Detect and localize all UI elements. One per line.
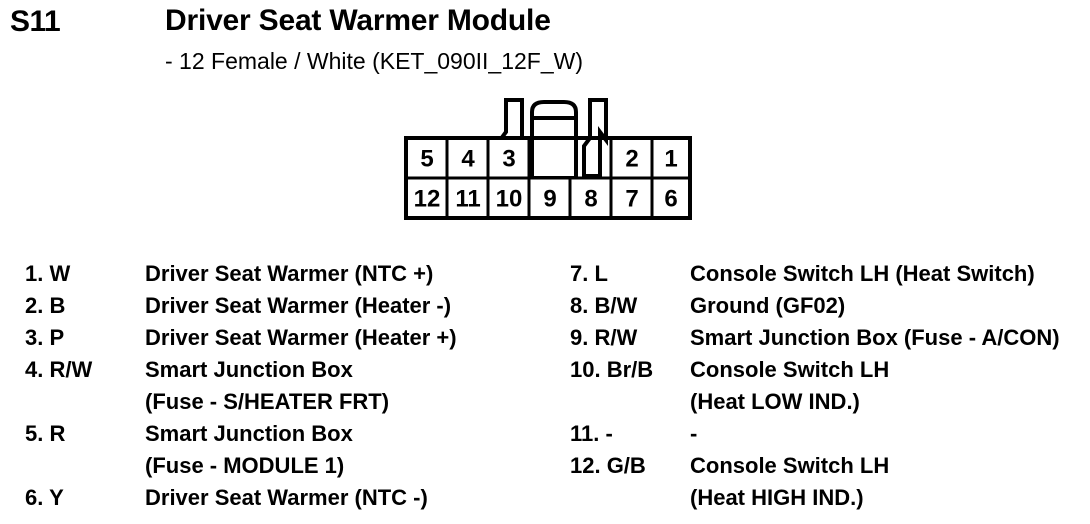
pin-cell-3-label: 3 — [502, 145, 515, 172]
pin-cell-12-label: 12 — [414, 185, 441, 212]
pin-10-desc: Console Switch LH — [690, 357, 890, 382]
pin-row-3: 3. P Driver Seat Warmer (Heater +) — [0, 322, 550, 354]
pin-2-id: 2. B — [25, 293, 66, 318]
pin-row-4-cont: (Fuse - S/HEATER FRT) — [0, 386, 550, 418]
pin-cell-11-label: 11 — [455, 185, 480, 212]
pin-7-desc: Console Switch LH (Heat Switch) — [690, 261, 1035, 286]
pin-4-desc: Smart Junction Box — [145, 357, 353, 382]
connector-pinout-diagram: 5 4 3 2 1 12 11 10 9 8 7 6 — [404, 98, 692, 220]
pin-row-12: 12. G/B Console Switch LH — [550, 450, 1090, 482]
pin-cell-4-label: 4 — [461, 145, 475, 172]
pin-5-desc-line2: (Fuse - MODULE 1) — [145, 453, 345, 478]
pin-row-2: 2. B Driver Seat Warmer (Heater -) — [0, 290, 550, 322]
pin-12-id: 12. G/B — [570, 453, 646, 478]
pin-5-id: 5. R — [25, 421, 66, 446]
pin-list-right: 7. L Console Switch LH (Heat Switch) 8. … — [550, 258, 1090, 514]
pin-cell-5-label: 5 — [420, 145, 433, 172]
pin-row-7: 7. L Console Switch LH (Heat Switch) — [550, 258, 1090, 290]
pin-row-5-cont: (Fuse - MODULE 1) — [0, 450, 550, 482]
pin-3-id: 3. P — [25, 325, 65, 350]
pin-cell-8 — [568, 176, 613, 220]
connector-svg: 5 4 3 2 1 12 11 10 9 8 7 6 — [404, 98, 692, 220]
pin-cell-6 — [650, 176, 692, 220]
pin-9-id: 9. R/W — [570, 325, 638, 350]
pin-row-5: 5. R Smart Junction Box — [0, 418, 550, 450]
page-title: Driver Seat Warmer Module — [165, 4, 551, 37]
pin-4-id: 4. R/W — [25, 357, 93, 382]
pin-2-desc: Driver Seat Warmer (Heater -) — [145, 293, 452, 318]
pin-10-id: 10. Br/B — [570, 357, 654, 382]
pin-cell-10-label: 10 — [496, 185, 523, 212]
pin-row-10-cont: (Heat LOW IND.) — [550, 386, 1090, 418]
latch-body-icon — [530, 116, 578, 180]
pin-8-id: 8. B/W — [570, 293, 638, 318]
pin-8-desc: Ground (GF02) — [690, 293, 846, 318]
pin-1-desc: Driver Seat Warmer (NTC +) — [145, 261, 434, 286]
pin-row-4: 4. R/W Smart Junction Box — [0, 354, 550, 386]
pin-list-left: 1. W Driver Seat Warmer (NTC +) 2. B Dri… — [0, 258, 550, 514]
pin-cell-10 — [486, 176, 531, 220]
pin-6-id: 6. Y — [25, 485, 64, 510]
pin-cell-7-label: 7 — [625, 185, 638, 212]
pin-row-1: 1. W Driver Seat Warmer (NTC +) — [0, 258, 550, 290]
pin-cell-9-label: 9 — [543, 185, 556, 212]
pin-row-10: 10. Br/B Console Switch LH — [550, 354, 1090, 386]
pin-cell-2-label: 2 — [625, 145, 638, 172]
pin-1-id: 1. W — [25, 261, 71, 286]
pin-12-desc: Console Switch LH — [690, 453, 890, 478]
connector-outer-border — [404, 136, 692, 220]
connector-spec-subtitle: - 12 Female / White (KET_090II_12F_W) — [165, 48, 583, 74]
pin-5-desc: Smart Junction Box — [145, 421, 353, 446]
pin-4-desc-line2: (Fuse - S/HEATER FRT) — [145, 389, 390, 414]
pin-10-desc-line2: (Heat LOW IND.) — [690, 389, 860, 414]
pin-cell-6-label: 6 — [664, 185, 677, 212]
connector-code-label: S11 — [10, 5, 61, 38]
pin-cell-1 — [650, 136, 692, 180]
pin-6-desc: Driver Seat Warmer (NTC -) — [145, 485, 428, 510]
pin-cell-3 — [486, 136, 531, 180]
pin-11-id: 11. - — [570, 421, 613, 446]
pin-3-desc: Driver Seat Warmer (Heater +) — [145, 325, 457, 350]
pin-row-11: 11. - - — [550, 418, 1090, 450]
pin-row-9: 9. R/W Smart Junction Box (Fuse - A/CON) — [550, 322, 1090, 354]
pin-cell-8-label: 8 — [584, 185, 597, 212]
pin-9-desc: Smart Junction Box (Fuse - A/CON) — [690, 325, 1060, 350]
pin-row-12-cont: (Heat HIGH IND.) — [550, 482, 1090, 514]
pin-12-desc-line2: (Heat HIGH IND.) — [690, 485, 864, 510]
pin-7-id: 7. L — [570, 261, 608, 286]
pin-row-6: 6. Y Driver Seat Warmer (NTC -) — [0, 482, 550, 514]
pin-11-desc: - — [690, 421, 698, 446]
pin-row-8: 8. B/W Ground (GF02) — [550, 290, 1090, 322]
pin-cell-1-label: 1 — [664, 145, 677, 172]
